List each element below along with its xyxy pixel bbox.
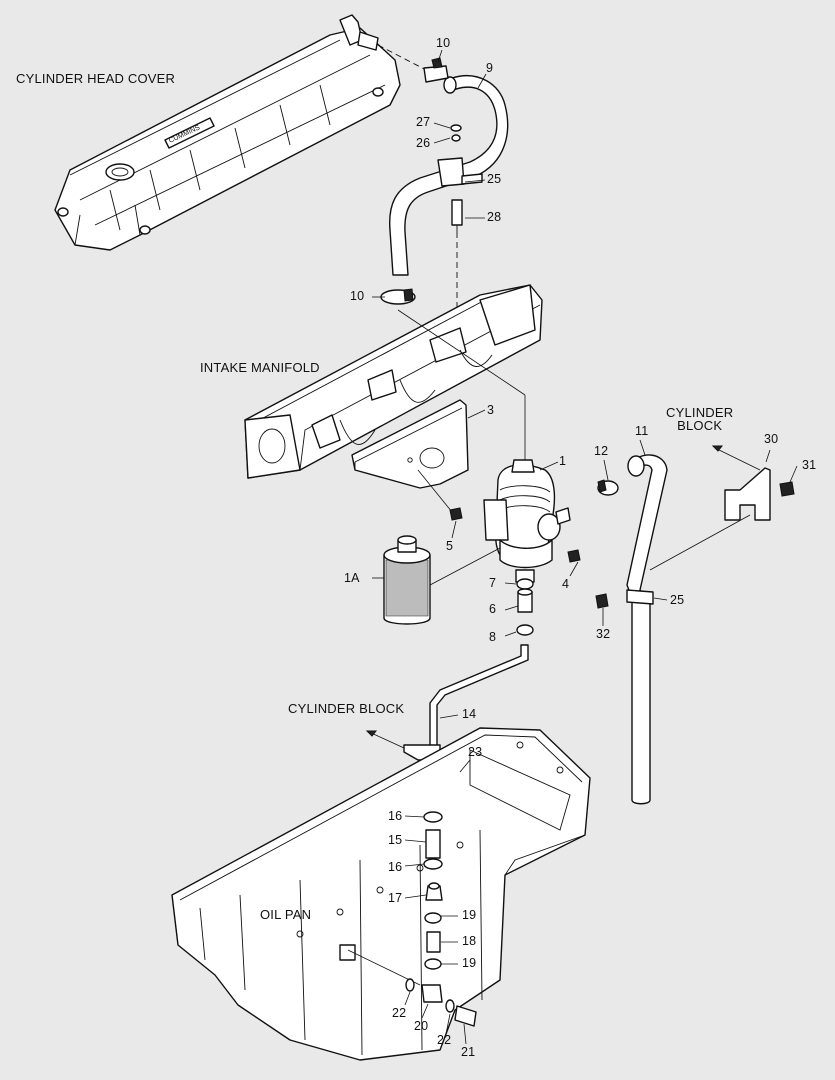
clamp-16-lower <box>423 858 443 870</box>
clamp-8 <box>516 624 534 636</box>
callout-22-left: 22 <box>392 1006 407 1020</box>
callout-14: 14 <box>462 707 477 721</box>
callout-28: 28 <box>487 210 502 224</box>
callout-22-right: 22 <box>437 1033 452 1047</box>
washer-22-right <box>445 999 455 1013</box>
oil-pan-label: OIL PAN <box>260 907 312 922</box>
callout-23: 23 <box>468 745 483 759</box>
clamp-7 <box>516 578 534 590</box>
callout-17: 17 <box>388 891 403 905</box>
clamp-19-lower <box>424 958 442 970</box>
callout-19-upper: 19 <box>462 908 477 922</box>
bolt-31 <box>779 481 795 497</box>
clamp-19-upper <box>424 912 442 924</box>
callout-4: 4 <box>562 577 570 591</box>
hose-clamp-10-upper <box>423 57 449 83</box>
hose-clamp-10-lower <box>380 288 416 305</box>
callout-1: 1 <box>559 454 567 468</box>
callout-25-lower: 25 <box>670 593 685 607</box>
callout-26: 26 <box>416 136 431 150</box>
callout-18: 18 <box>462 934 477 948</box>
bracket-3 <box>351 399 469 513</box>
plug-21 <box>454 1005 477 1027</box>
cylinder-block-label-lower: CYLINDER BLOCK <box>288 701 405 716</box>
breather-tube-11 <box>626 454 668 805</box>
callout-8: 8 <box>489 630 497 644</box>
filter-element-1a <box>383 535 431 625</box>
callout-25-upper: 25 <box>487 172 502 186</box>
callout-16-lower: 16 <box>388 860 403 874</box>
bracket-30 <box>649 445 771 571</box>
leader-lines <box>372 49 798 1045</box>
bolt-32 <box>595 593 609 609</box>
callout-20: 20 <box>414 1019 429 1033</box>
cylinder-head-cover-label: CYLINDER HEAD COVER <box>16 71 176 86</box>
bolt-5 <box>449 507 463 521</box>
cylinder-head-cover: CUMMINS <box>54 14 431 251</box>
callout-19-lower: 19 <box>462 956 477 970</box>
bracket-25-upper <box>437 124 483 187</box>
hose-15 <box>425 829 441 859</box>
intake-manifold-label: INTAKE MANIFOLD <box>200 360 320 375</box>
oil-pan <box>171 727 591 1061</box>
cylinder-block-label-upper: CYLINDER BLOCK <box>666 405 734 433</box>
callout-3: 3 <box>487 403 495 417</box>
callout-27: 27 <box>416 115 431 129</box>
callout-30: 30 <box>764 432 779 446</box>
fitting-17 <box>425 882 443 901</box>
hose-18 <box>426 931 441 953</box>
intake-manifold <box>244 284 543 479</box>
hose-6 <box>517 588 533 613</box>
clamp-12 <box>597 479 619 496</box>
callout-1a: 1A <box>344 571 360 585</box>
callout-5: 5 <box>446 539 454 553</box>
callout-15: 15 <box>388 833 403 847</box>
callout-16-upper: 16 <box>388 809 403 823</box>
callout-10-upper: 10 <box>436 36 451 50</box>
callout-10-lower: 10 <box>350 289 365 303</box>
clamp-16-upper <box>423 811 443 823</box>
washer-22-left <box>405 978 415 992</box>
callout-21: 21 <box>461 1045 476 1059</box>
bolt-4 <box>567 549 581 563</box>
callout-32: 32 <box>596 627 611 641</box>
callout-31: 31 <box>802 458 817 472</box>
fitting-20 <box>421 984 443 1003</box>
callout-6: 6 <box>489 602 497 616</box>
callout-12: 12 <box>594 444 609 458</box>
callout-7: 7 <box>489 576 497 590</box>
filter-housing-1 <box>429 459 571 586</box>
callout-9: 9 <box>486 61 494 75</box>
callout-11: 11 <box>635 424 649 438</box>
